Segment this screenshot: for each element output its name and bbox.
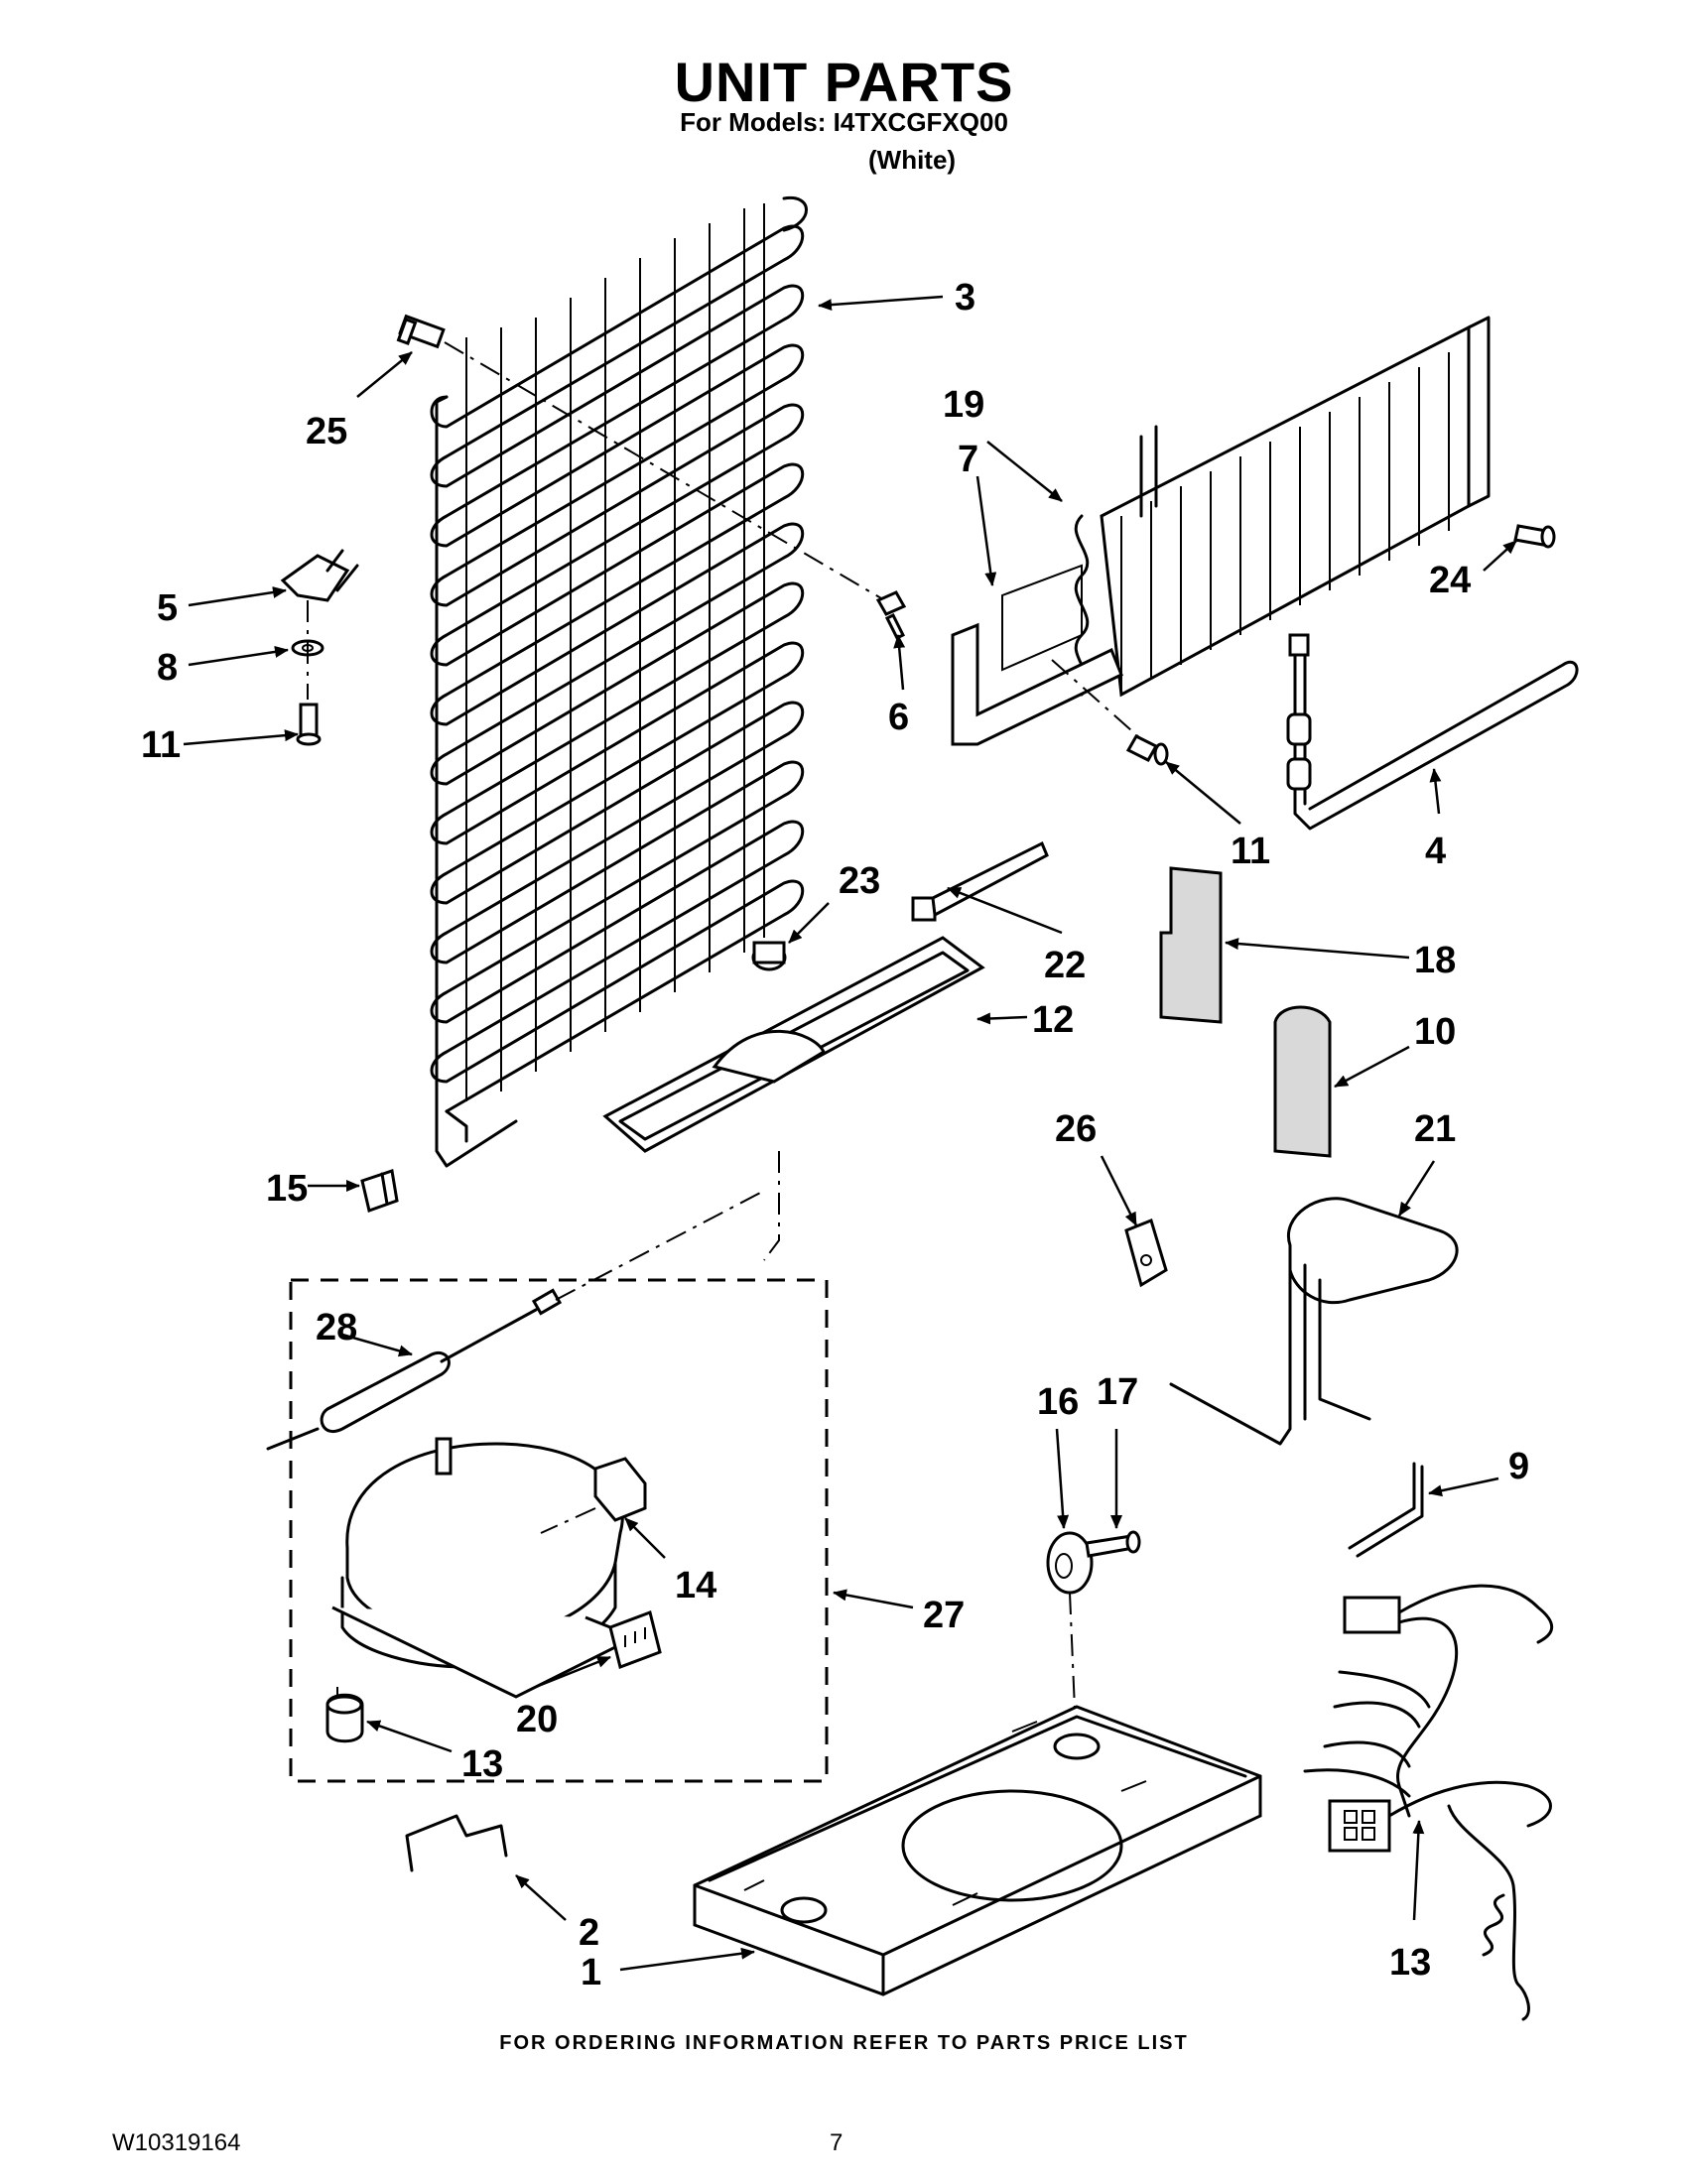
page-number: 7: [830, 2129, 844, 2156]
part-21-relay: [608, 1610, 662, 1669]
callout-6: 6: [888, 697, 909, 738]
part-14-grommet: [325, 1693, 364, 1743]
callout-labels: 3 25 19 7 5 8 11 6 24 11 4 23 22 18 12 1…: [141, 277, 1529, 1993]
callout-17: 16: [1037, 1381, 1079, 1423]
part-25-screw: [1513, 524, 1556, 549]
callout-23: 22: [1044, 945, 1086, 986]
callout-13: 13: [1389, 1942, 1431, 1984]
callout-27: 26: [1055, 1108, 1097, 1150]
part-4-tube: [1286, 633, 1579, 831]
part-26-screw: [396, 314, 894, 606]
callout-22: 21: [1414, 1108, 1456, 1150]
callout-29: 28: [316, 1307, 357, 1349]
callout-18: 17: [1097, 1371, 1138, 1413]
part-5-bracket: [280, 549, 359, 602]
part-9-tube: [1348, 1462, 1424, 1558]
callout-28: 27: [923, 1595, 965, 1636]
part-11-screw-right: [1051, 659, 1169, 766]
part-15-overload: [540, 1457, 647, 1534]
part-29-drier: [266, 1190, 765, 1451]
compressor: [331, 1437, 639, 1727]
condenser-coil: [430, 195, 808, 1168]
leader-lines: [183, 295, 1517, 1972]
part-20-evaporator: [1074, 316, 1491, 698]
callout-26: 25: [306, 411, 347, 452]
part-1-base: [693, 1705, 1262, 1996]
part-18-bolt: [1085, 1530, 1141, 1558]
model-line: For Models: I4TXCGFXQ00: [680, 107, 1008, 137]
callout-24: 23: [839, 860, 880, 902]
part-22-tubing: [1169, 1197, 1459, 1446]
part-13-wire-harness: [1303, 1584, 1554, 2021]
part-7-bracket: [951, 564, 1123, 746]
part-23-cable-tie: [911, 840, 1049, 922]
callout-25: 24: [1429, 560, 1471, 601]
page-title: UNIT PARTS: [674, 51, 1014, 113]
callout-21: 20: [516, 1699, 558, 1740]
callout-11-left: 11: [141, 724, 181, 766]
callout-5: 5: [157, 587, 178, 629]
color-variant: (White): [868, 145, 957, 175]
part-12-drain-pan: [602, 936, 985, 1261]
callout-11-right: 11: [1231, 831, 1270, 872]
part-2-clip: [405, 1814, 508, 1872]
part-11-screw-left: [296, 600, 322, 746]
callout-2: 2: [579, 1912, 599, 1954]
part-19-insulation: [1159, 866, 1223, 1024]
callout-20: 19: [943, 384, 984, 426]
callout-7: 7: [958, 439, 978, 480]
part-6-screw: [875, 590, 907, 641]
callout-19: 18: [1414, 940, 1456, 981]
part-16-clip: [360, 1169, 399, 1213]
part-27-bracket: [1124, 1218, 1168, 1288]
callout-10: 10: [1414, 1011, 1456, 1053]
callout-3: 3: [955, 277, 975, 319]
document-number: W10319164: [112, 2129, 241, 2156]
callout-8: 8: [157, 647, 178, 689]
callout-14: 13: [461, 1743, 503, 1785]
callout-9: 9: [1508, 1446, 1529, 1487]
callout-1: 1: [581, 1952, 601, 1993]
callout-4: 4: [1425, 831, 1446, 872]
ordering-note: FOR ORDERING INFORMATION REFER TO PARTS …: [499, 2032, 1189, 2054]
callout-16: 15: [266, 1168, 308, 1210]
part-28-compressor-kit-box: [289, 1278, 829, 1783]
callout-12: 12: [1032, 999, 1074, 1041]
part-10-insulation: [1273, 1005, 1332, 1158]
callout-15: 14: [675, 1565, 716, 1606]
